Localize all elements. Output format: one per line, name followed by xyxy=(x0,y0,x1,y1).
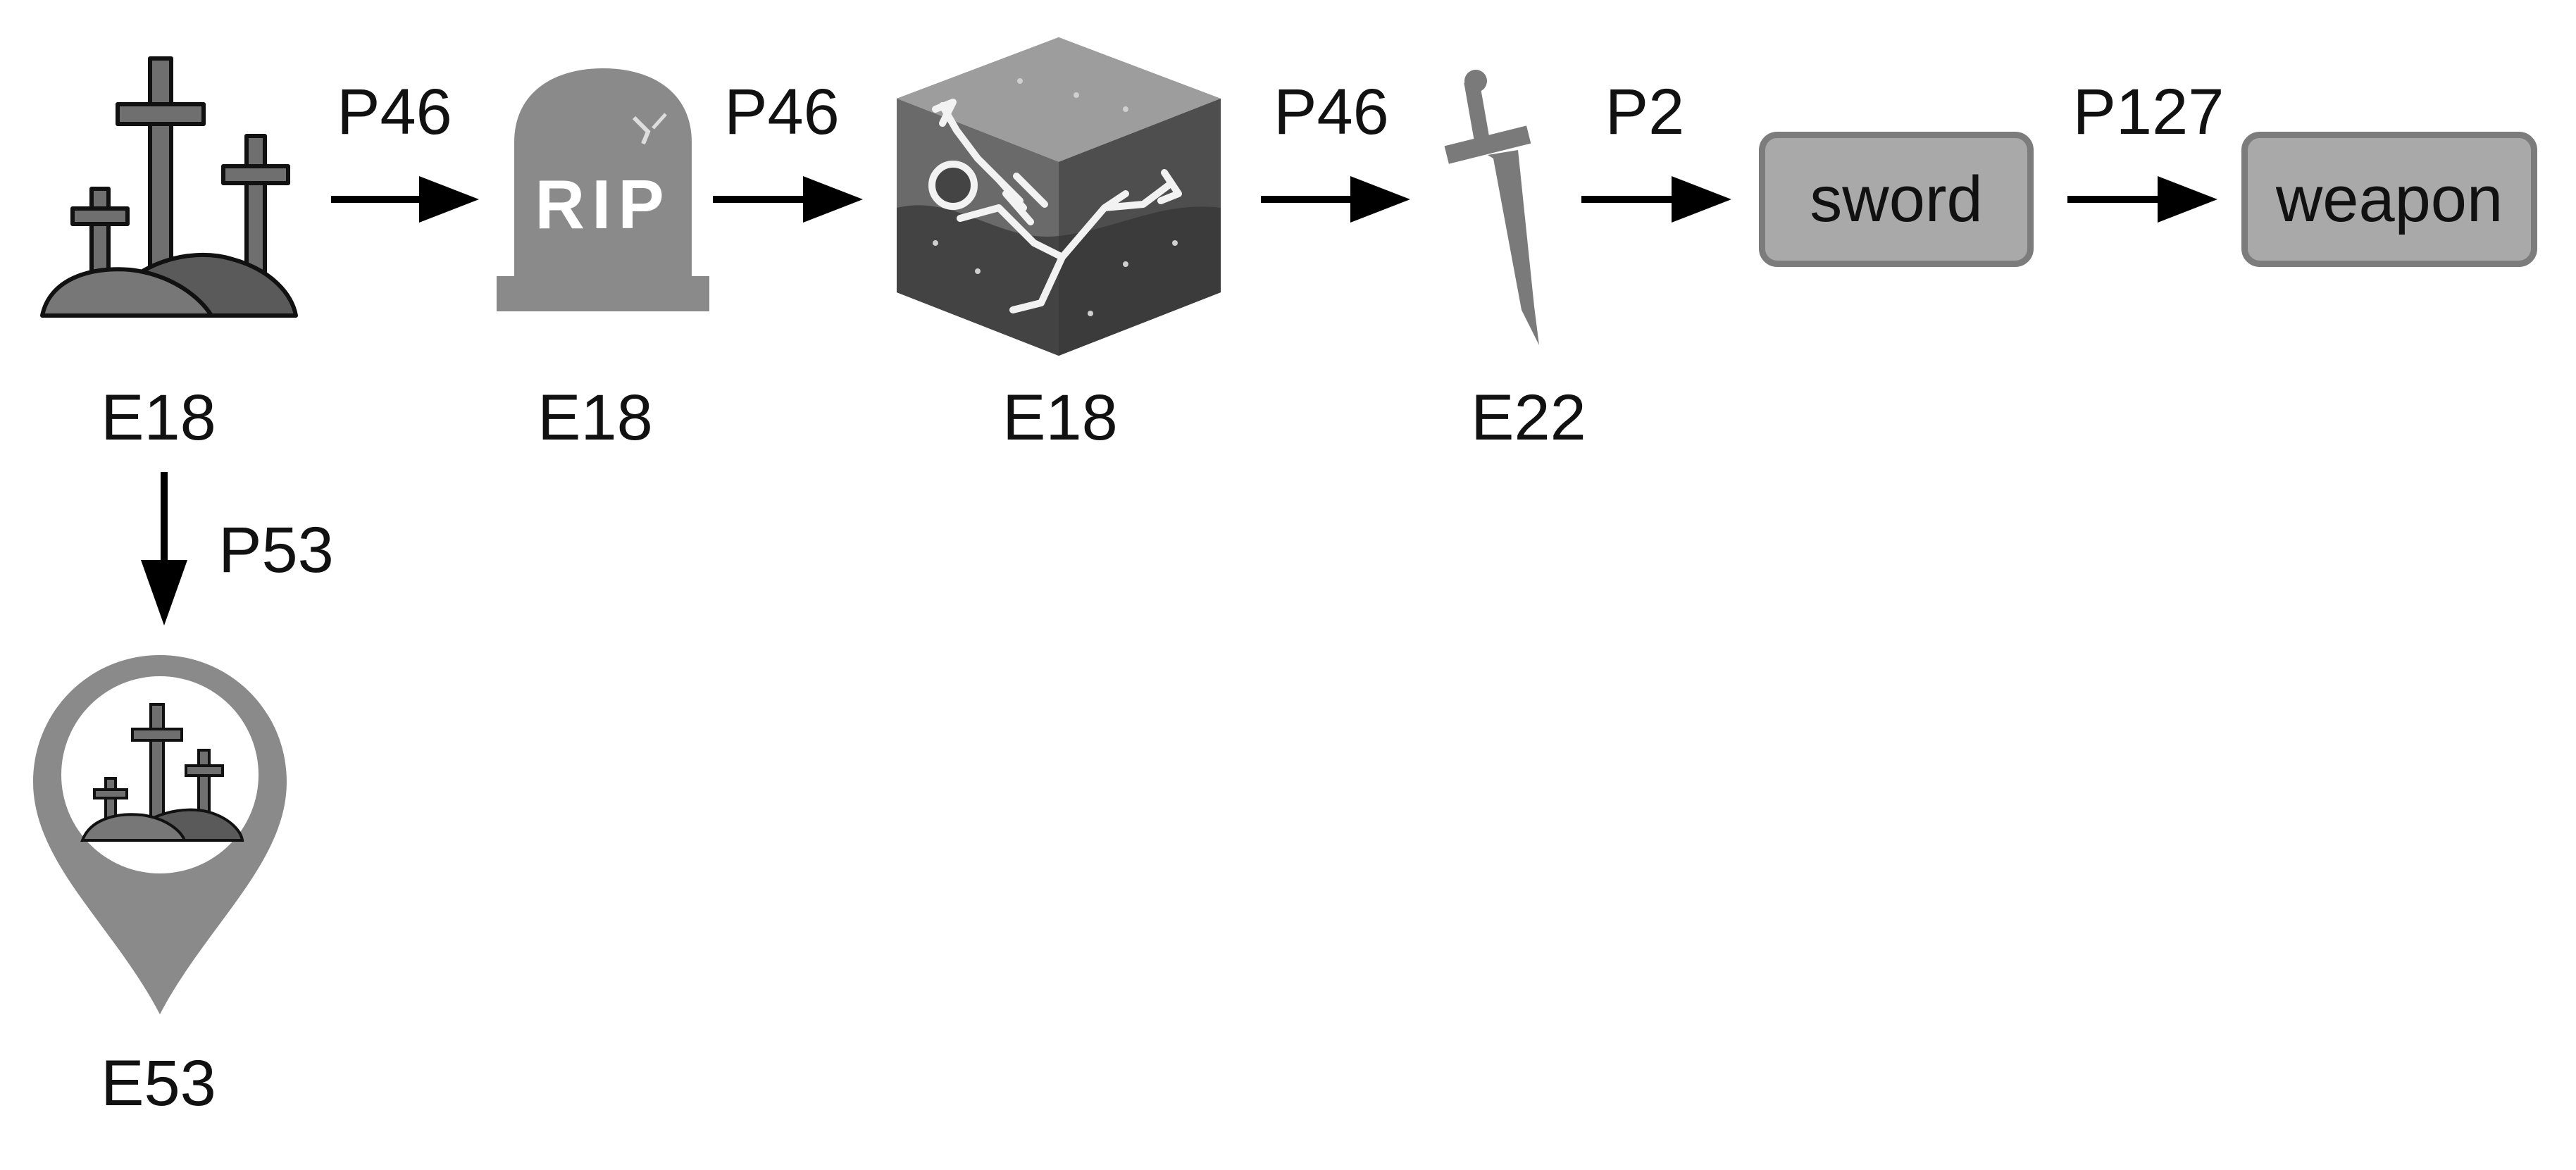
node-label-cemetery: E18 xyxy=(101,382,216,454)
edge-label-p46-1: P46 xyxy=(337,76,452,148)
node-label-tombstone: E18 xyxy=(537,382,653,454)
node-label-sword-icon: E22 xyxy=(1471,382,1586,454)
arrow-cemetery-to-tombstone xyxy=(331,176,479,223)
arrow-cemetery-to-location xyxy=(141,472,187,626)
sword-concept-box: sword xyxy=(1759,132,2034,267)
edge-label-p53: P53 xyxy=(218,514,334,586)
node-label-location: E53 xyxy=(101,1047,216,1119)
edge-label-p46-3: P46 xyxy=(1274,76,1389,148)
sword-concept-text: sword xyxy=(1810,163,1983,235)
rip-tombstone-icon: RIP xyxy=(497,68,709,311)
arrow-sword-icon-to-sword-box xyxy=(1581,176,1731,223)
weapon-concept-text: weapon xyxy=(2275,163,2503,235)
node-label-burial: E18 xyxy=(1002,382,1118,454)
skeleton-in-ground-cube-icon xyxy=(897,37,1221,356)
arrow-burial-to-sword-icon xyxy=(1261,176,1410,223)
edge-label-p2: P2 xyxy=(1605,76,1685,148)
weapon-concept-box: weapon xyxy=(2241,132,2537,267)
cemetery-location-pin-icon xyxy=(33,655,287,1014)
sword-icon xyxy=(1444,70,1539,345)
cemetery-crosses-icon xyxy=(40,56,298,318)
tombstone-engraving: RIP xyxy=(535,166,671,243)
edge-label-p127: P127 xyxy=(2072,76,2225,148)
arrow-sword-box-to-weapon-box xyxy=(2067,176,2217,223)
arrow-tombstone-to-burial xyxy=(713,176,863,223)
edge-label-p46-2: P46 xyxy=(724,76,840,148)
